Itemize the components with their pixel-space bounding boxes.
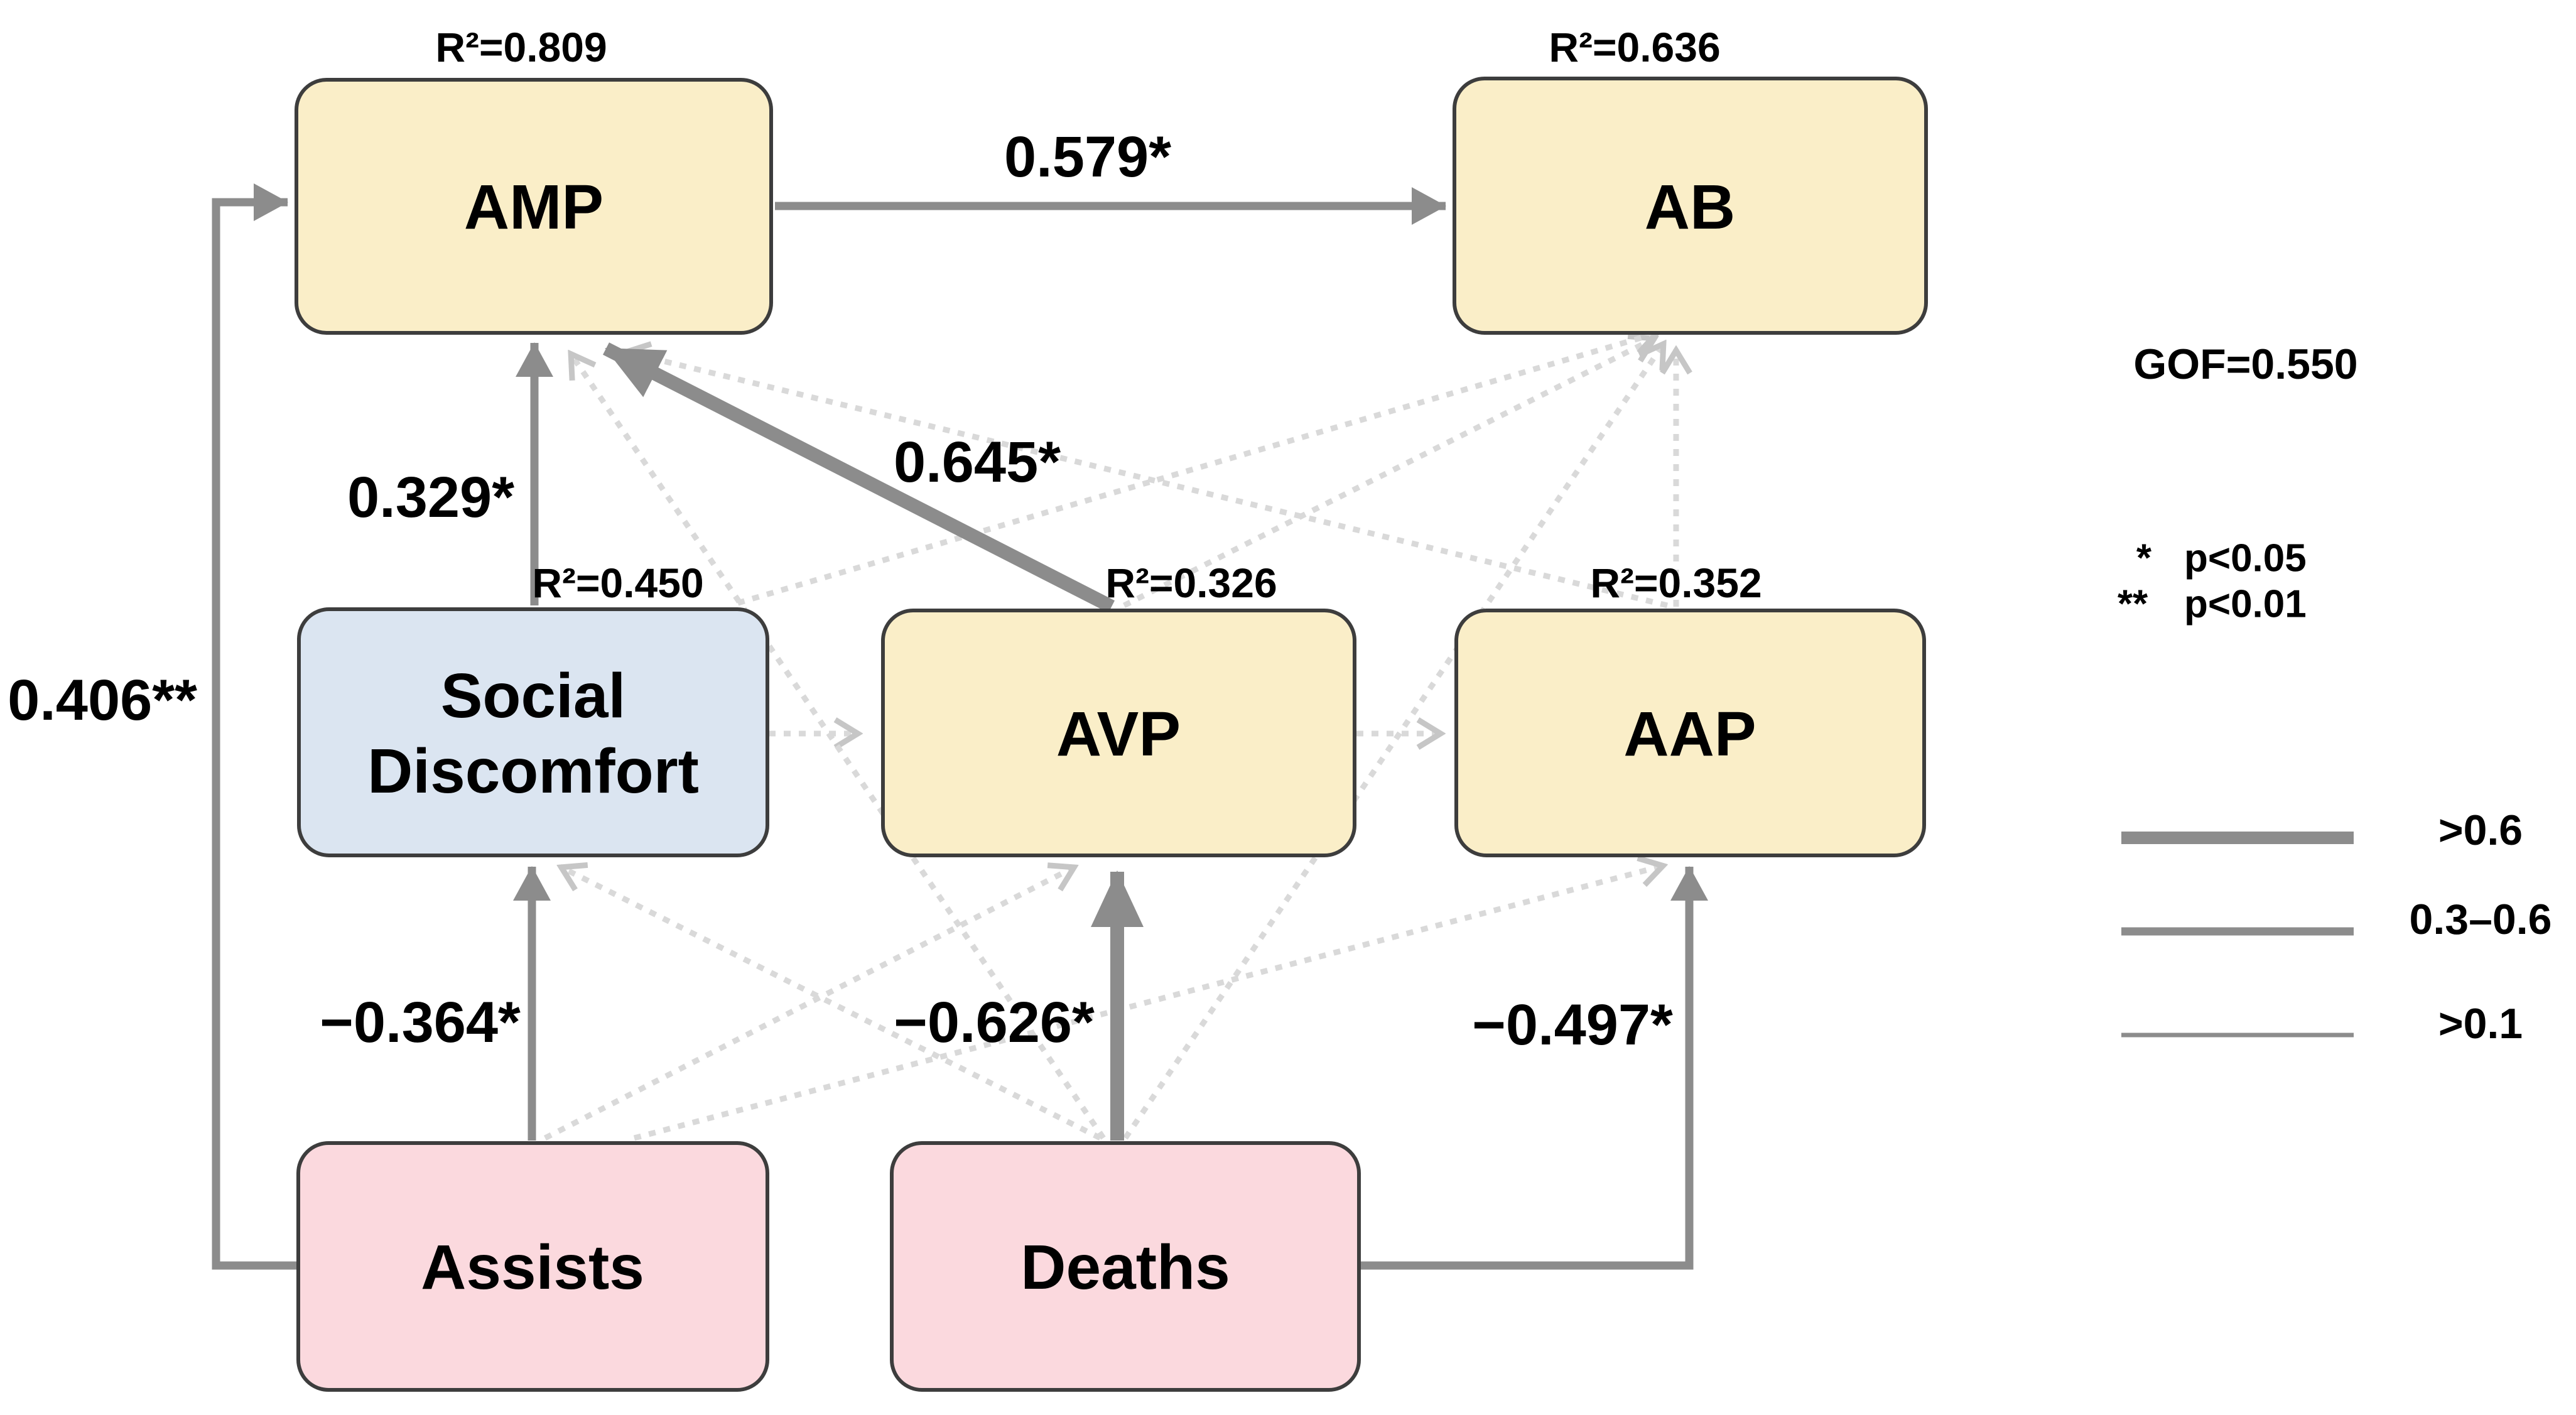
edge-label-deaths-aap: −0.497* xyxy=(1472,993,1673,1057)
sig1-text: p<0.05 xyxy=(2184,537,2307,580)
sig2-mark: ** xyxy=(2118,583,2148,626)
node-aap xyxy=(1454,609,1926,857)
arrow-avp-amp xyxy=(602,342,1115,613)
arrow-assists-amp xyxy=(212,183,299,1270)
node-ab xyxy=(1453,77,1928,335)
node-deaths-label: Deaths xyxy=(1020,1232,1230,1303)
legend-label-medium: 0.3–0.6 xyxy=(2410,896,2552,943)
dotted-arrow-sd-ab xyxy=(737,333,1658,606)
dotted-arrow-assists-aap xyxy=(633,865,1664,1141)
node-sd-label-line1: Social xyxy=(441,661,626,731)
r2-aap: R²=0.352 xyxy=(1590,560,1762,606)
edge-label-assists-amp: 0.406** xyxy=(8,668,197,732)
node-ab-label: AB xyxy=(1645,172,1735,242)
node-amp xyxy=(295,78,773,335)
legend-label-thin: >0.1 xyxy=(2438,1000,2523,1048)
dotted-arrow-deaths-sd xyxy=(560,867,1102,1141)
edge-label-assists-sd: −0.364* xyxy=(320,990,521,1054)
node-aap-label: AAP xyxy=(1623,699,1756,769)
node-avp xyxy=(881,609,1356,857)
r2-amp: R²=0.809 xyxy=(435,24,607,70)
legend-label-thick: >0.6 xyxy=(2438,806,2523,854)
node-amp-label: AMP xyxy=(464,172,603,242)
r2-sd: R²=0.450 xyxy=(532,560,703,606)
node-assists xyxy=(296,1141,769,1392)
node-sd-label-line2: Discomfort xyxy=(367,736,699,806)
sig1-mark: * xyxy=(2136,537,2152,580)
node-avp-label: AVP xyxy=(1056,699,1181,769)
dotted-arrow-deaths-ab xyxy=(1123,343,1667,1140)
gof-label: GOF=0.550 xyxy=(2133,340,2357,388)
edge-label-deaths-avp: −0.626* xyxy=(894,990,1095,1054)
sig2-text: p<0.01 xyxy=(2184,583,2307,626)
node-social-discomfort xyxy=(297,607,769,857)
edge-label-amp-ab: 0.579* xyxy=(1004,125,1171,189)
edge-label-avp-amp: 0.645* xyxy=(894,430,1061,494)
arrow-deaths-aap xyxy=(1358,866,1708,1270)
node-assists-label: Assists xyxy=(421,1232,644,1303)
r2-ab: R²=0.636 xyxy=(1549,24,1720,70)
node-deaths xyxy=(890,1141,1361,1392)
dotted-arrow-aap-amp xyxy=(625,352,1669,609)
edge-label-sd-amp: 0.329* xyxy=(347,465,514,529)
r2-avp: R²=0.326 xyxy=(1105,560,1277,606)
